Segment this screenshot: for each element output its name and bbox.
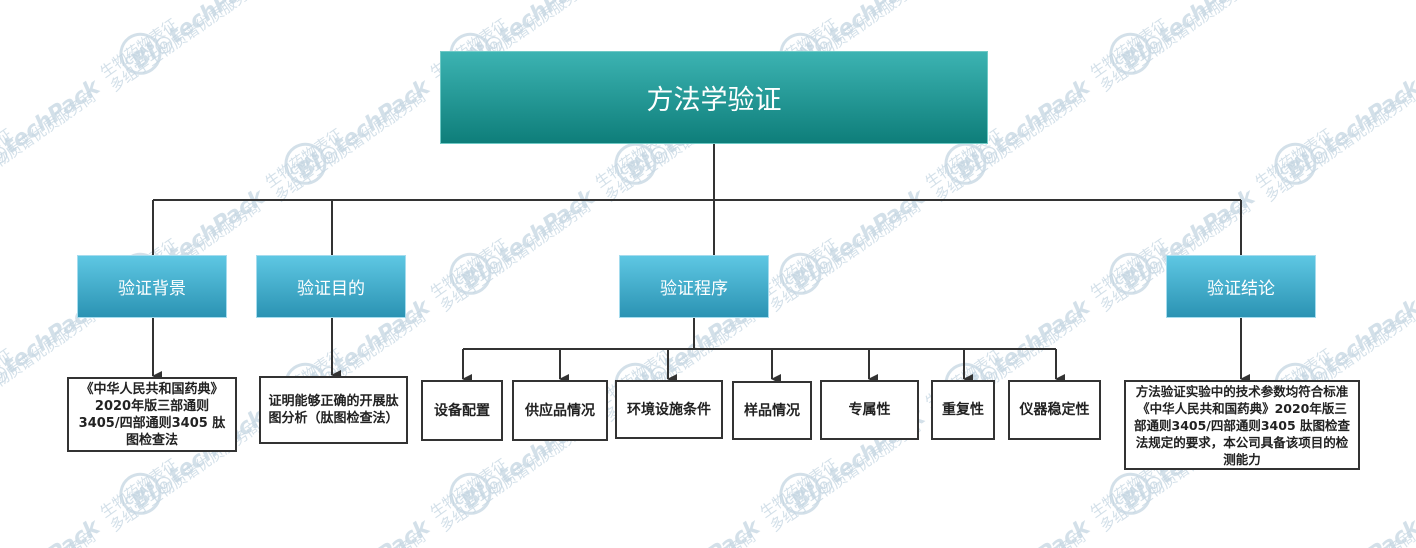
branch-node-background: 验证背景 <box>77 255 227 318</box>
root-label: 方法学验证 <box>646 85 782 116</box>
detail-background: 《中华人民共和国药典》2020年版三部通则3405/四部通则3405 肽图检查法 <box>67 377 237 452</box>
detail-conclusion: 方法验证实验中的技术参数均符合标准《中华人民共和国药典》2020年版三部通则34… <box>1124 380 1360 470</box>
leaf-label: 仪器稳定性 <box>1019 402 1090 418</box>
detail-text: 方法验证实验中的技术参数均符合标准《中华人民共和国药典》2020年版三部通则34… <box>1134 383 1350 467</box>
leaf-label: 环境设施条件 <box>627 401 711 418</box>
leaf-environment: 环境设施条件 <box>615 380 723 439</box>
leaf-repeatability: 重复性 <box>931 380 995 440</box>
detail-purpose: 证明能够正确的开展肽图分析（肽图检查法） <box>259 376 408 444</box>
branch-label: 验证目的 <box>297 279 365 299</box>
detail-text: 证明能够正确的开展肽图分析（肽图检查法） <box>268 394 399 426</box>
leaf-supplies: 供应品情况 <box>512 380 608 441</box>
branch-node-conclusion: 验证结论 <box>1166 255 1316 318</box>
root-node: 方法学验证 <box>440 51 988 144</box>
leaf-label: 专属性 <box>848 402 891 418</box>
branch-node-purpose: 验证目的 <box>256 255 406 318</box>
leaf-label: 供应品情况 <box>525 402 595 419</box>
leaf-label: 重复性 <box>942 402 984 418</box>
leaf-label: 样品情况 <box>744 402 800 419</box>
branch-node-procedure: 验证程序 <box>619 255 769 318</box>
branch-label: 验证程序 <box>660 279 728 299</box>
branch-label: 验证背景 <box>118 279 186 299</box>
leaf-equipment: 设备配置 <box>421 380 503 441</box>
leaf-stability: 仪器稳定性 <box>1008 380 1101 440</box>
detail-text: 《中华人民共和国药典》2020年版三部通则3405/四部通则3405 肽图检查法 <box>78 381 226 448</box>
leaf-label: 设备配置 <box>434 402 490 419</box>
branch-label: 验证结论 <box>1207 279 1275 299</box>
leaf-specificity: 专属性 <box>820 380 919 440</box>
leaf-samples: 样品情况 <box>732 381 812 440</box>
